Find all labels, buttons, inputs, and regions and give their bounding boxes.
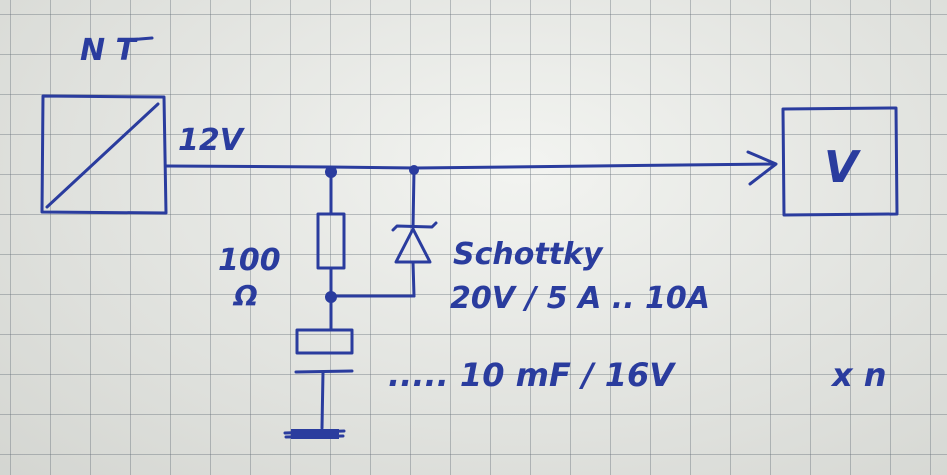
power-supply-label: N T — [80, 33, 139, 68]
capacitor-lead-bottom — [320, 370, 325, 430]
arrow-head — [746, 150, 778, 186]
supply-voltage-label: 12V — [178, 123, 246, 158]
schottky-diode-icon — [391, 221, 438, 264]
load-block — [781, 106, 899, 217]
ground-icon — [283, 429, 346, 439]
diode-rating-label: 20V / 5 A .. 10A — [450, 281, 710, 316]
diode-lead-bottom — [411, 260, 416, 298]
capacitor-plate-top — [295, 328, 354, 355]
capacitor-spec-label: ..... 10 mF / 16V — [388, 356, 676, 394]
diode-name-label: Schottky — [453, 237, 604, 272]
power-supply-block — [40, 94, 168, 215]
resistor-value-label: 100 — [218, 243, 281, 278]
power-supply-label-bar — [126, 36, 154, 42]
supply-line — [164, 162, 777, 170]
load-label: V — [824, 142, 861, 193]
diode-lead-top — [411, 168, 416, 230]
multiplier-label: x n — [830, 356, 887, 394]
resistor — [316, 212, 346, 270]
resistor-unit-label: Ω — [232, 279, 258, 312]
